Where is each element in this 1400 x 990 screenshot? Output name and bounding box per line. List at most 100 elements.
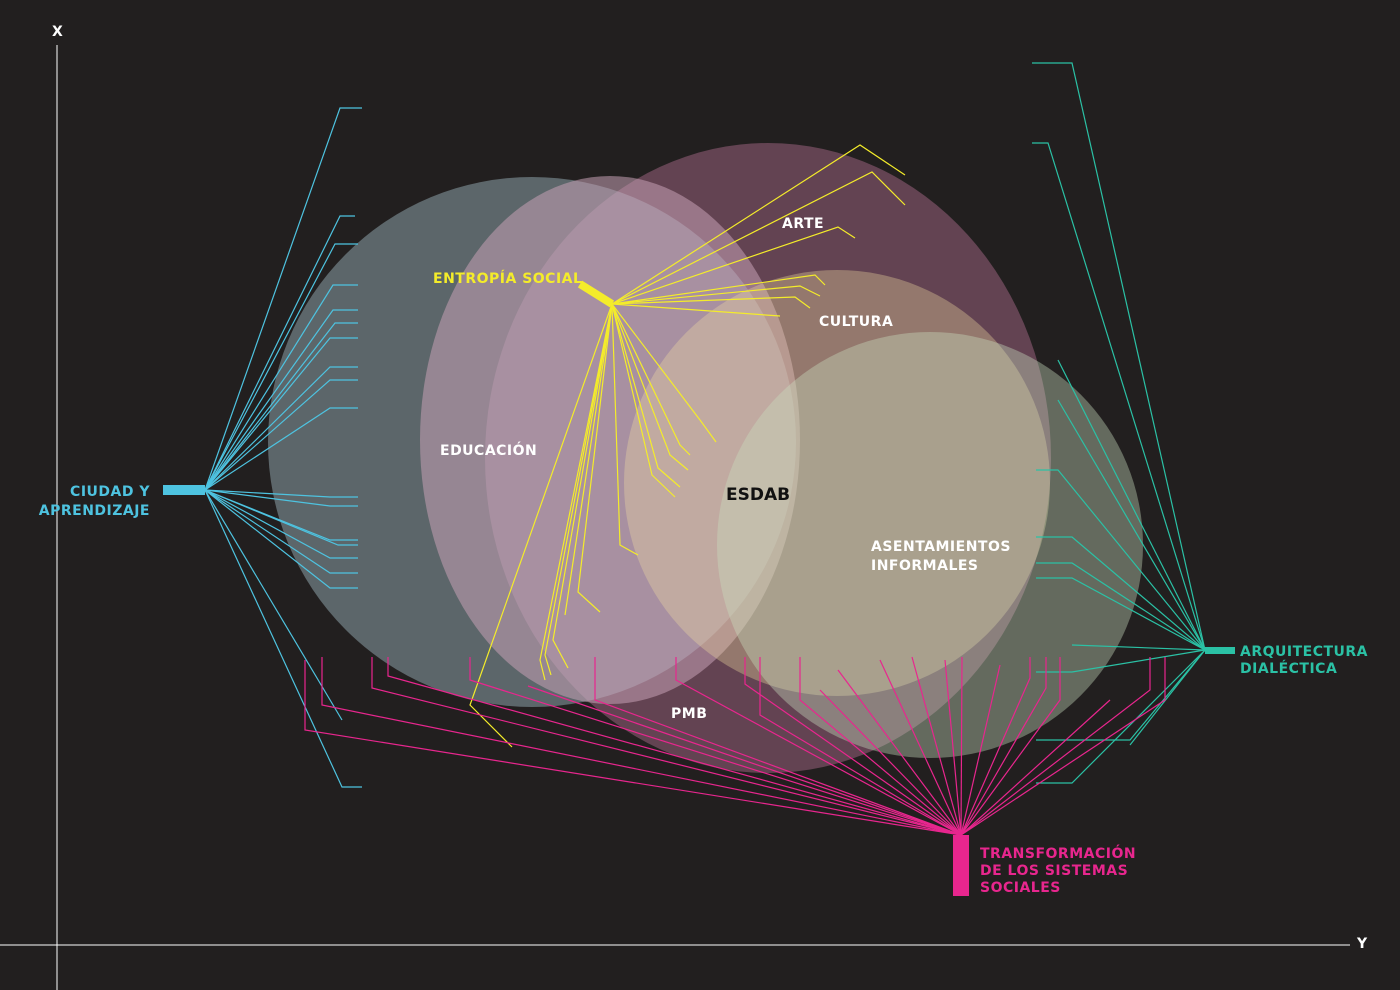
ciudad-connector bbox=[204, 366, 358, 491]
ciudad-connector bbox=[204, 407, 358, 491]
ciudad-connections bbox=[204, 107, 362, 788]
circle-label-esdab: ESDAB bbox=[726, 485, 790, 505]
ciudad-connector bbox=[204, 337, 358, 491]
transformacion-connector bbox=[960, 699, 1111, 836]
ciudad-connector bbox=[204, 489, 358, 574]
node-label-transformacion-1: TRANSFORMACIÓN bbox=[980, 844, 1136, 862]
transformacion-connector bbox=[675, 657, 962, 836]
transformacion-connector bbox=[387, 657, 962, 836]
ciudad-connector bbox=[204, 489, 343, 721]
ciudad-connector bbox=[204, 322, 358, 491]
ciudad-connector bbox=[204, 243, 358, 491]
transformacion-connector bbox=[527, 685, 962, 836]
transformacion-connector bbox=[960, 657, 1047, 836]
transformacion-connector bbox=[960, 657, 1166, 836]
transformacion-connections bbox=[304, 656, 1166, 836]
transformacion-connector bbox=[879, 659, 962, 836]
transformacion-connector bbox=[304, 660, 962, 836]
node-label-transformacion-3: SOCIALES bbox=[980, 880, 1061, 896]
x-axis-label: X bbox=[52, 24, 63, 40]
transformacion-hub bbox=[953, 835, 969, 896]
entropia-connector bbox=[564, 303, 613, 616]
arquitectura-connector bbox=[1057, 359, 1206, 651]
entropia-connector bbox=[611, 303, 639, 556]
transformacion-connector bbox=[960, 656, 963, 836]
ciudad-connector bbox=[204, 215, 355, 491]
transformacion-connector bbox=[321, 657, 962, 836]
node-label-entropia: ENTROPÍA SOCIAL bbox=[433, 270, 582, 287]
entropia-connector bbox=[577, 303, 613, 613]
entropia-connections bbox=[469, 144, 906, 748]
ciudad-connector bbox=[204, 379, 358, 491]
arquitectura-connector bbox=[1032, 142, 1206, 651]
node-label-arquitectura-1: ARQUITECTURA bbox=[1240, 644, 1368, 660]
transformacion-connector bbox=[799, 657, 962, 836]
transformacion-connector bbox=[744, 657, 962, 836]
entropia-connector bbox=[544, 303, 613, 676]
transformacion-connector bbox=[911, 656, 962, 836]
transformacion-connector bbox=[960, 657, 1061, 836]
circle-label-cultura: CULTURA bbox=[819, 314, 893, 330]
circle-label-asentamientos-2: INFORMALES bbox=[871, 558, 979, 574]
arquitectura-hub bbox=[1205, 647, 1235, 654]
entropia-connector bbox=[611, 171, 906, 305]
circle-label-pmb: PMB bbox=[671, 706, 707, 722]
ciudad-connector bbox=[204, 489, 358, 589]
arquitectura-connections bbox=[1032, 62, 1206, 784]
y-axis-label: Y bbox=[1356, 936, 1368, 952]
entropia-connector bbox=[611, 303, 676, 498]
entropia-connector bbox=[611, 144, 906, 305]
transformacion-connector bbox=[960, 657, 1031, 836]
cultura-circle bbox=[624, 270, 1050, 696]
pmb-circle bbox=[420, 176, 800, 704]
entropia-connector bbox=[611, 274, 826, 305]
ciudad-hub bbox=[163, 485, 205, 495]
ciudad-connector bbox=[204, 489, 358, 546]
arquitectura-connector bbox=[1036, 536, 1206, 651]
transformacion-connector bbox=[837, 669, 962, 836]
arquitectura-connector bbox=[1032, 62, 1206, 651]
node-label-ciudad-1: CIUDAD Y bbox=[70, 484, 150, 500]
entropia-connector bbox=[611, 285, 821, 305]
transformacion-connector bbox=[759, 657, 962, 836]
node-label-arquitectura-2: DIALÉCTICA bbox=[1240, 660, 1337, 677]
node-label-ciudad-2: APRENDIZAJE bbox=[39, 503, 150, 519]
entropia-connector bbox=[611, 303, 681, 488]
entropia-connector bbox=[469, 303, 613, 748]
entropia-connector bbox=[611, 303, 689, 471]
circle-label-arte: ARTE bbox=[782, 216, 824, 232]
arquitectura-connector bbox=[1036, 577, 1206, 651]
venn-circles bbox=[268, 143, 1143, 773]
entropia-connector bbox=[611, 303, 691, 456]
arquitectura-connector bbox=[1036, 469, 1206, 651]
transformacion-connector bbox=[594, 657, 962, 836]
ciudad-connector bbox=[204, 489, 358, 507]
transformacion-connector bbox=[960, 657, 1151, 836]
transformacion-connector bbox=[819, 689, 962, 836]
arquitectura-connector bbox=[1036, 562, 1206, 651]
transformacion-connector bbox=[960, 664, 1001, 836]
ciudad-connector bbox=[204, 489, 358, 559]
entropia-connector bbox=[539, 303, 613, 681]
arquitectura-connector bbox=[1036, 649, 1206, 784]
entropia-hub bbox=[577, 280, 615, 308]
transformacion-connector bbox=[469, 657, 962, 836]
ciudad-connector bbox=[204, 309, 358, 491]
asentamientos-circle bbox=[717, 332, 1143, 758]
arquitectura-connector bbox=[1071, 644, 1206, 651]
arquitectura-connector bbox=[1129, 649, 1206, 746]
ciudad-connector bbox=[204, 284, 358, 491]
arquitectura-connector bbox=[1036, 649, 1206, 741]
node-label-transformacion-2: DE LOS SISTEMAS bbox=[980, 863, 1128, 879]
entropia-connector bbox=[611, 303, 781, 317]
entropia-connector bbox=[611, 303, 717, 443]
entropia-connector bbox=[611, 226, 856, 305]
arquitectura-connector bbox=[1057, 399, 1206, 651]
ciudad-connector bbox=[204, 107, 362, 491]
ciudad-connector bbox=[204, 489, 362, 788]
circle-label-asentamientos-1: ASENTAMIENTOS bbox=[871, 539, 1011, 555]
entropia-connector bbox=[552, 303, 613, 669]
transformacion-connector bbox=[371, 657, 962, 836]
ciudad-connector bbox=[204, 489, 358, 498]
